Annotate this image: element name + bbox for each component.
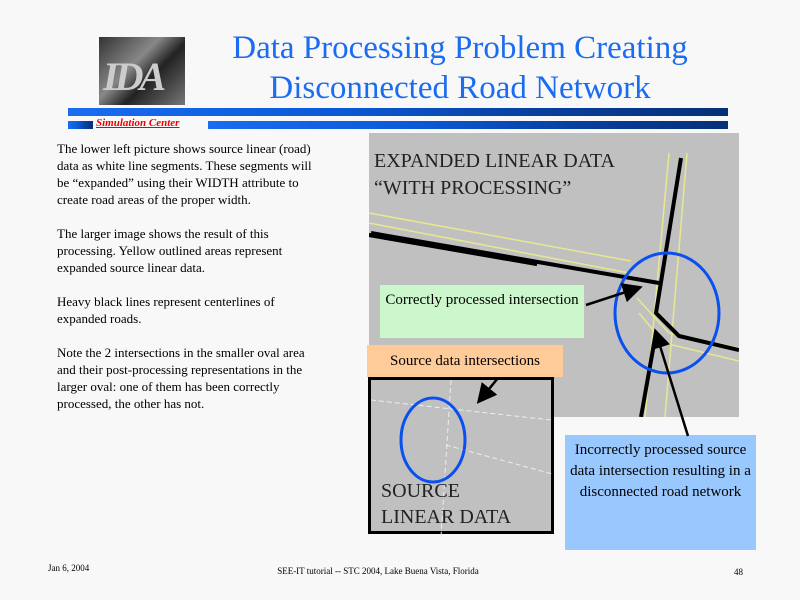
source-label: SOURCE LINEAR DATA (381, 478, 511, 530)
paragraph: Heavy black lines represent centerlines … (57, 294, 275, 326)
label-line: EXPANDED LINEAR DATA (374, 150, 615, 172)
label-line: “WITH PROCESSING” (374, 177, 572, 199)
title-line: Data Processing Problem Creating (232, 30, 688, 66)
header-bar (68, 108, 728, 116)
paragraph: The lower left picture shows source line… (57, 141, 312, 207)
header-bar-short (68, 121, 93, 129)
body-text: The lower left picture shows source line… (57, 140, 322, 429)
page-number: 48 (734, 567, 743, 577)
simulation-center-label: Simulation Center (96, 117, 180, 129)
footer-date: Jan 6, 2004 (48, 563, 90, 573)
label-line: LINEAR DATA (381, 506, 512, 528)
footer-event: SEE-IT tutorial -- STC 2004, Lake Buena … (277, 566, 479, 576)
callout-correct: Correctly processed intersection (380, 285, 584, 338)
road-drawing (369, 152, 739, 417)
expanded-label: EXPANDED LINEAR DATA “WITH PROCESSING” (374, 148, 615, 202)
source-data-image: SOURCE LINEAR DATA (368, 377, 557, 537)
paragraph: Note the 2 intersections in the smaller … (57, 345, 305, 411)
header-bar-right (208, 121, 728, 129)
ida-logo: IDA (99, 37, 185, 105)
paragraph: The larger image shows the result of thi… (57, 226, 283, 275)
title-line: Disconnected Road Network (269, 70, 651, 106)
callout-source: Source data intersections (367, 345, 563, 377)
callout-incorrect: Incorrectly processed source data inters… (565, 435, 756, 550)
label-line: SOURCE (381, 480, 460, 502)
source-roads-drawing (371, 380, 557, 537)
